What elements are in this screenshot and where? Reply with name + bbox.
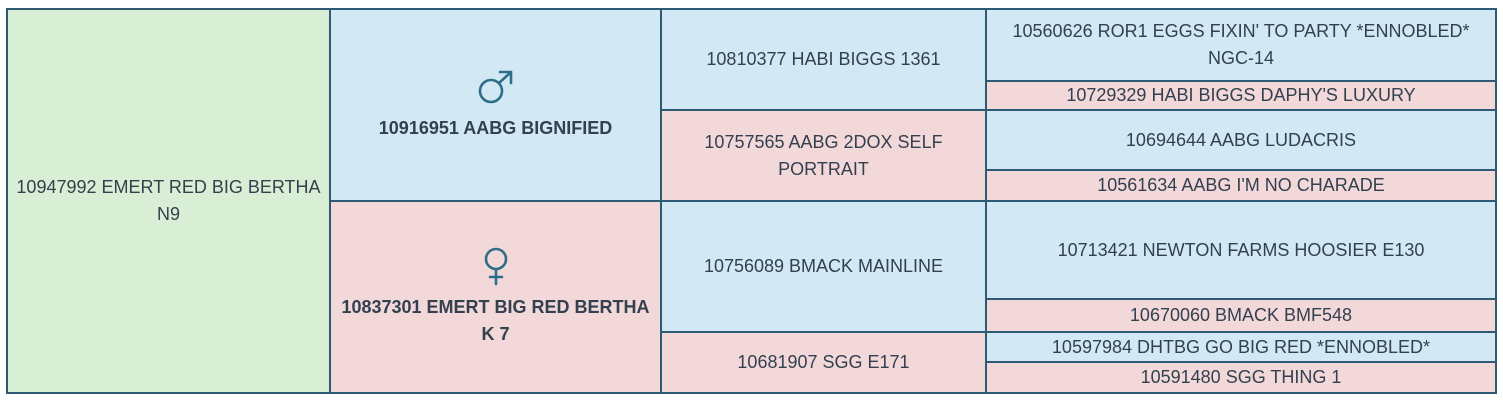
row-divider: [331, 200, 1495, 202]
grandparent-name: 10756089 BMACK MAINLINE: [703, 256, 944, 276]
great-grandparent-name: 10560626 ROR1 EGGS FIXIN' TO PARTY *ENNO…: [1012, 21, 1470, 68]
row-divider: [987, 298, 1495, 300]
great-grandparent-cell[interactable]: 10591480 SGG THING 1: [987, 363, 1495, 392]
great-grandparent-cell[interactable]: 10561634 AABG I'M NO CHARADE: [987, 171, 1495, 200]
great-grandparent-cell[interactable]: 10597984 DHTBG GO BIG RED *ENNOBLED*: [987, 333, 1495, 361]
grandparent-cell[interactable]: 10681907 SGG E171: [662, 333, 985, 392]
grandparent-name: 10681907 SGG E171: [737, 352, 910, 372]
great-grandparent-name: 10597984 DHTBG GO BIG RED *ENNOBLED*: [1051, 336, 1431, 357]
subject-cell: 10947992 EMERT RED BIG BERTHA N9: [8, 10, 329, 392]
row-divider: [662, 331, 1495, 333]
great-grandparent-name: 10561634 AABG I'M NO CHARADE: [1097, 175, 1385, 195]
row-divider: [987, 80, 1495, 82]
great-grandparent-cell[interactable]: 10729329 HABI BIGGS DAPHY'S LUXURY: [987, 82, 1495, 109]
pedigree-table: 10947992 EMERT RED BIG BERTHA N9 1091695…: [6, 8, 1497, 394]
great-grandparent-name: 10694644 AABG LUDACRIS: [1125, 129, 1357, 150]
row-divider: [987, 361, 1495, 363]
row-divider: [662, 109, 1495, 111]
grandparent-name: 10810377 HABI BIGGS 1361: [706, 49, 941, 69]
sire-name: 10916951 AABG BIGNIFIED: [378, 117, 613, 138]
grandparent-cell[interactable]: 10757565 AABG 2DOX SELF PORTRAIT: [662, 111, 985, 200]
grandparent-cell[interactable]: 10756089 BMACK MAINLINE: [662, 202, 985, 331]
great-grandparent-cell[interactable]: 10694644 AABG LUDACRIS: [987, 111, 1495, 169]
great-grandparent-cell[interactable]: 10560626 ROR1 EGGS FIXIN' TO PARTY *ENNO…: [987, 10, 1495, 80]
great-grandparent-name: 10729329 HABI BIGGS DAPHY'S LUXURY: [1066, 85, 1416, 105]
row-divider: [987, 169, 1495, 171]
column-divider: [329, 10, 331, 392]
grandparent-name: 10757565 AABG 2DOX SELF PORTRAIT: [704, 131, 943, 179]
subject-name: 10947992 EMERT RED BIG BERTHA N9: [16, 177, 321, 224]
great-grandparent-name: 10713421 NEWTON FARMS HOOSIER E130: [1057, 239, 1425, 260]
female-icon: [484, 247, 507, 286]
dam-name: 10837301 EMERT BIG RED BERTHA K 7: [341, 297, 650, 344]
dam-cell[interactable]: 10837301 EMERT BIG RED BERTHA K 7: [331, 202, 660, 392]
grandparent-cell[interactable]: 10810377 HABI BIGGS 1361: [662, 10, 985, 109]
great-grandparent-cell[interactable]: 10670060 BMACK BMF548: [987, 300, 1495, 331]
great-grandparent-cell[interactable]: 10713421 NEWTON FARMS HOOSIER E130: [987, 202, 1495, 298]
great-grandparent-name: 10670060 BMACK BMF548: [1129, 305, 1353, 325]
great-grandparent-name: 10591480 SGG THING 1: [1140, 367, 1342, 387]
sire-cell[interactable]: 10916951 AABG BIGNIFIED: [331, 10, 660, 200]
male-icon: [478, 70, 512, 103]
